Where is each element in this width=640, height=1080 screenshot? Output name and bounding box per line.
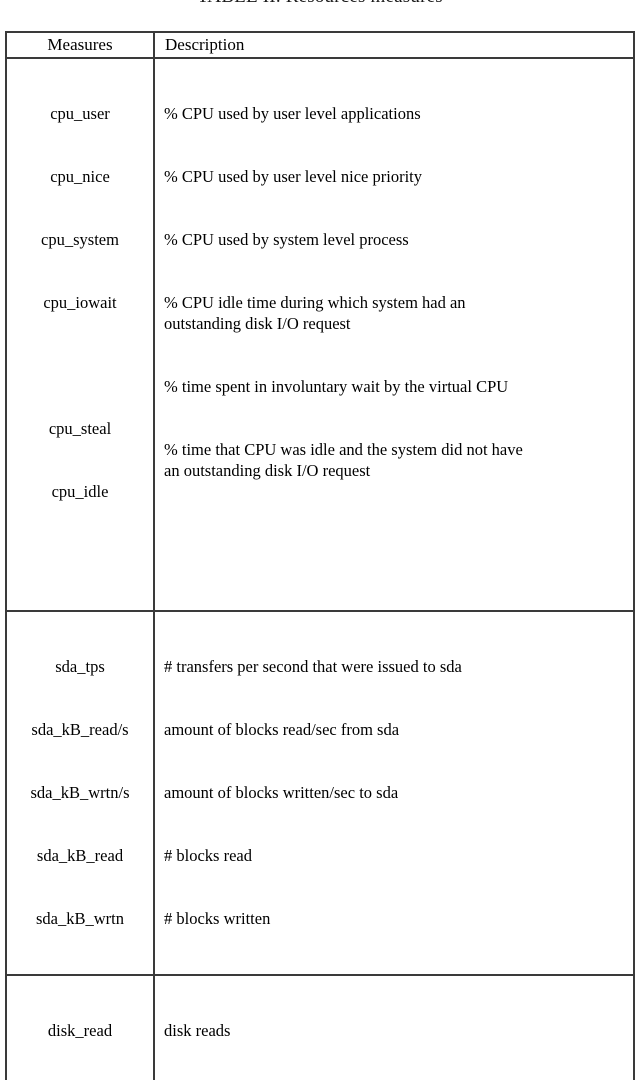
spacer-line	[13, 355, 147, 376]
table-row: sda_kB_wrtn	[36, 909, 124, 928]
description-line: % CPU used by system level process	[164, 230, 409, 249]
description-line: amount of blocks written/sec to sda	[164, 783, 399, 802]
table-row: cpu_user	[50, 104, 110, 123]
measures-cell-cpu: cpu_user cpu_nice cpu_system cpu_iowait …	[7, 58, 155, 612]
table-row: sda_tps	[55, 657, 105, 676]
description-cell-sda: # transfers per second that were issued …	[154, 611, 633, 976]
table-row: sda_kB_wrtn/s	[30, 783, 130, 802]
description-line: # blocks written	[164, 909, 271, 928]
description-line: % CPU idle time during which system had …	[164, 293, 466, 333]
measure-label-list-disk: disk_read disk_write	[7, 976, 153, 1080]
description-line: # transfers per second that were issued …	[164, 657, 462, 676]
table-group-sda: sda_tps sda_kB_read/s sda_kB_wrtn/s sda_…	[7, 611, 633, 976]
spacer-line	[13, 544, 147, 565]
table-row: sda_kB_read/s	[31, 720, 129, 739]
description-line: % CPU used by user level nice priority	[164, 167, 422, 186]
description-line: # blocks read	[164, 846, 252, 865]
measure-label-list-sda: sda_tps sda_kB_read/s sda_kB_wrtn/s sda_…	[7, 612, 153, 974]
description-line: disk reads	[164, 1021, 231, 1040]
description-cell-cpu: % CPU used by user level applications % …	[154, 58, 633, 612]
column-header-measures: Measures	[7, 33, 155, 59]
table-row: cpu_idle	[51, 482, 109, 501]
description-line: % time spent in involuntary wait by the …	[164, 377, 509, 396]
measures-cell-disk: disk_read disk_write	[7, 975, 155, 1080]
table-row: cpu_system	[41, 230, 119, 249]
description-text-list-sda: # transfers per second that were issued …	[155, 612, 633, 974]
table-row: disk_read	[47, 1021, 113, 1040]
table-group-disk: disk_read disk_write disk reads disk wri…	[7, 975, 633, 1080]
table-row: cpu_steal	[48, 419, 112, 438]
column-header-description: Description	[154, 33, 633, 59]
table-group-cpu: cpu_user cpu_nice cpu_system cpu_iowait …	[7, 58, 633, 612]
table-row: sda_kB_read	[36, 846, 124, 865]
description-cell-disk: disk reads disk writes	[154, 975, 633, 1080]
description-text-list-cpu: % CPU used by user level applications % …	[155, 59, 633, 526]
resources-measures-table: Measures Description cpu_user cpu_nice c…	[5, 31, 635, 1080]
measure-label-list-cpu: cpu_user cpu_nice cpu_system cpu_iowait …	[7, 59, 153, 610]
table-row: cpu_iowait	[43, 293, 117, 312]
description-line: % time that CPU was idle and the system …	[164, 440, 523, 480]
table-header-row: Measures Description	[7, 33, 633, 59]
measures-cell-sda: sda_tps sda_kB_read/s sda_kB_wrtn/s sda_…	[7, 611, 155, 976]
description-text-list-disk: disk reads disk writes	[155, 976, 633, 1080]
table-caption: TABLE II. Resources measures	[0, 0, 640, 8]
table-row: cpu_nice	[50, 167, 110, 186]
description-line: % CPU used by user level applications	[164, 104, 421, 123]
description-line: amount of blocks read/sec from sda	[164, 720, 400, 739]
